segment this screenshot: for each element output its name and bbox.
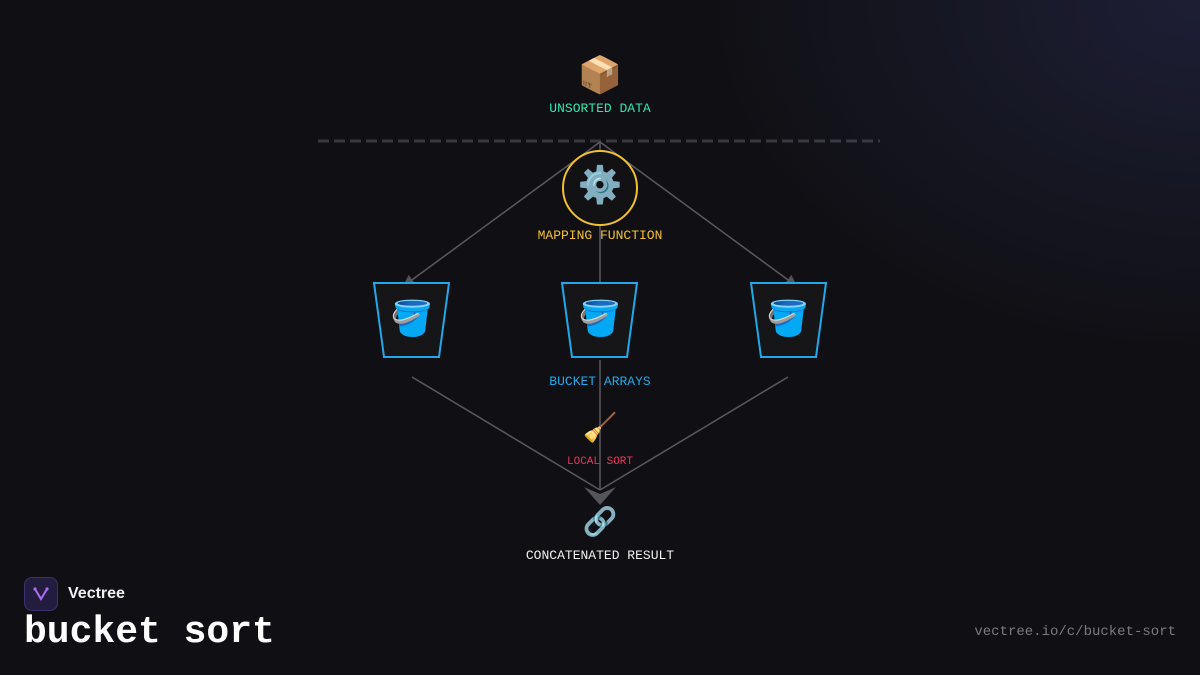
mapping-node-circle [562, 150, 638, 226]
bucket-right-shape [749, 282, 828, 358]
source-url: vectree.io/c/bucket-sort [974, 624, 1176, 640]
bucket-icon: 🪣 [390, 299, 434, 339]
link-icon: 🔗 [582, 505, 618, 538]
package-icon: 📦 [577, 55, 623, 96]
brand: Vectree [24, 577, 125, 611]
edge-mapping-to-bucket-right [599, 141, 798, 287]
gear-icon: ⚙️ [577, 165, 623, 206]
brand-name: Vectree [68, 585, 125, 602]
unsorted-data-label: UNSORTED DATA [549, 101, 651, 116]
edge-bucket-left-to-result [411, 376, 601, 491]
bucket-icon: 🪣 [578, 299, 622, 339]
bucket-left-shape [372, 282, 451, 358]
vectree-logo [24, 577, 58, 611]
edge-mapping-to-bucket-left [402, 141, 601, 287]
merge-arrowhead [584, 487, 616, 505]
bucket-middle-shape [560, 282, 639, 358]
edge-bucket-right-to-result [599, 376, 789, 491]
broom-icon: 🧹 [582, 411, 618, 444]
page-title: bucket sort [24, 611, 275, 654]
local-sort-label: LOCAL SORT [566, 456, 634, 468]
concatenated-result-label: CONCATENATED RESULT [525, 548, 675, 563]
mapping-function-label: MAPPING FUNCTION [537, 228, 663, 243]
bucket-icon: 🪣 [766, 299, 810, 339]
bucket-arrays-label: BUCKET ARRAYS [549, 374, 651, 389]
